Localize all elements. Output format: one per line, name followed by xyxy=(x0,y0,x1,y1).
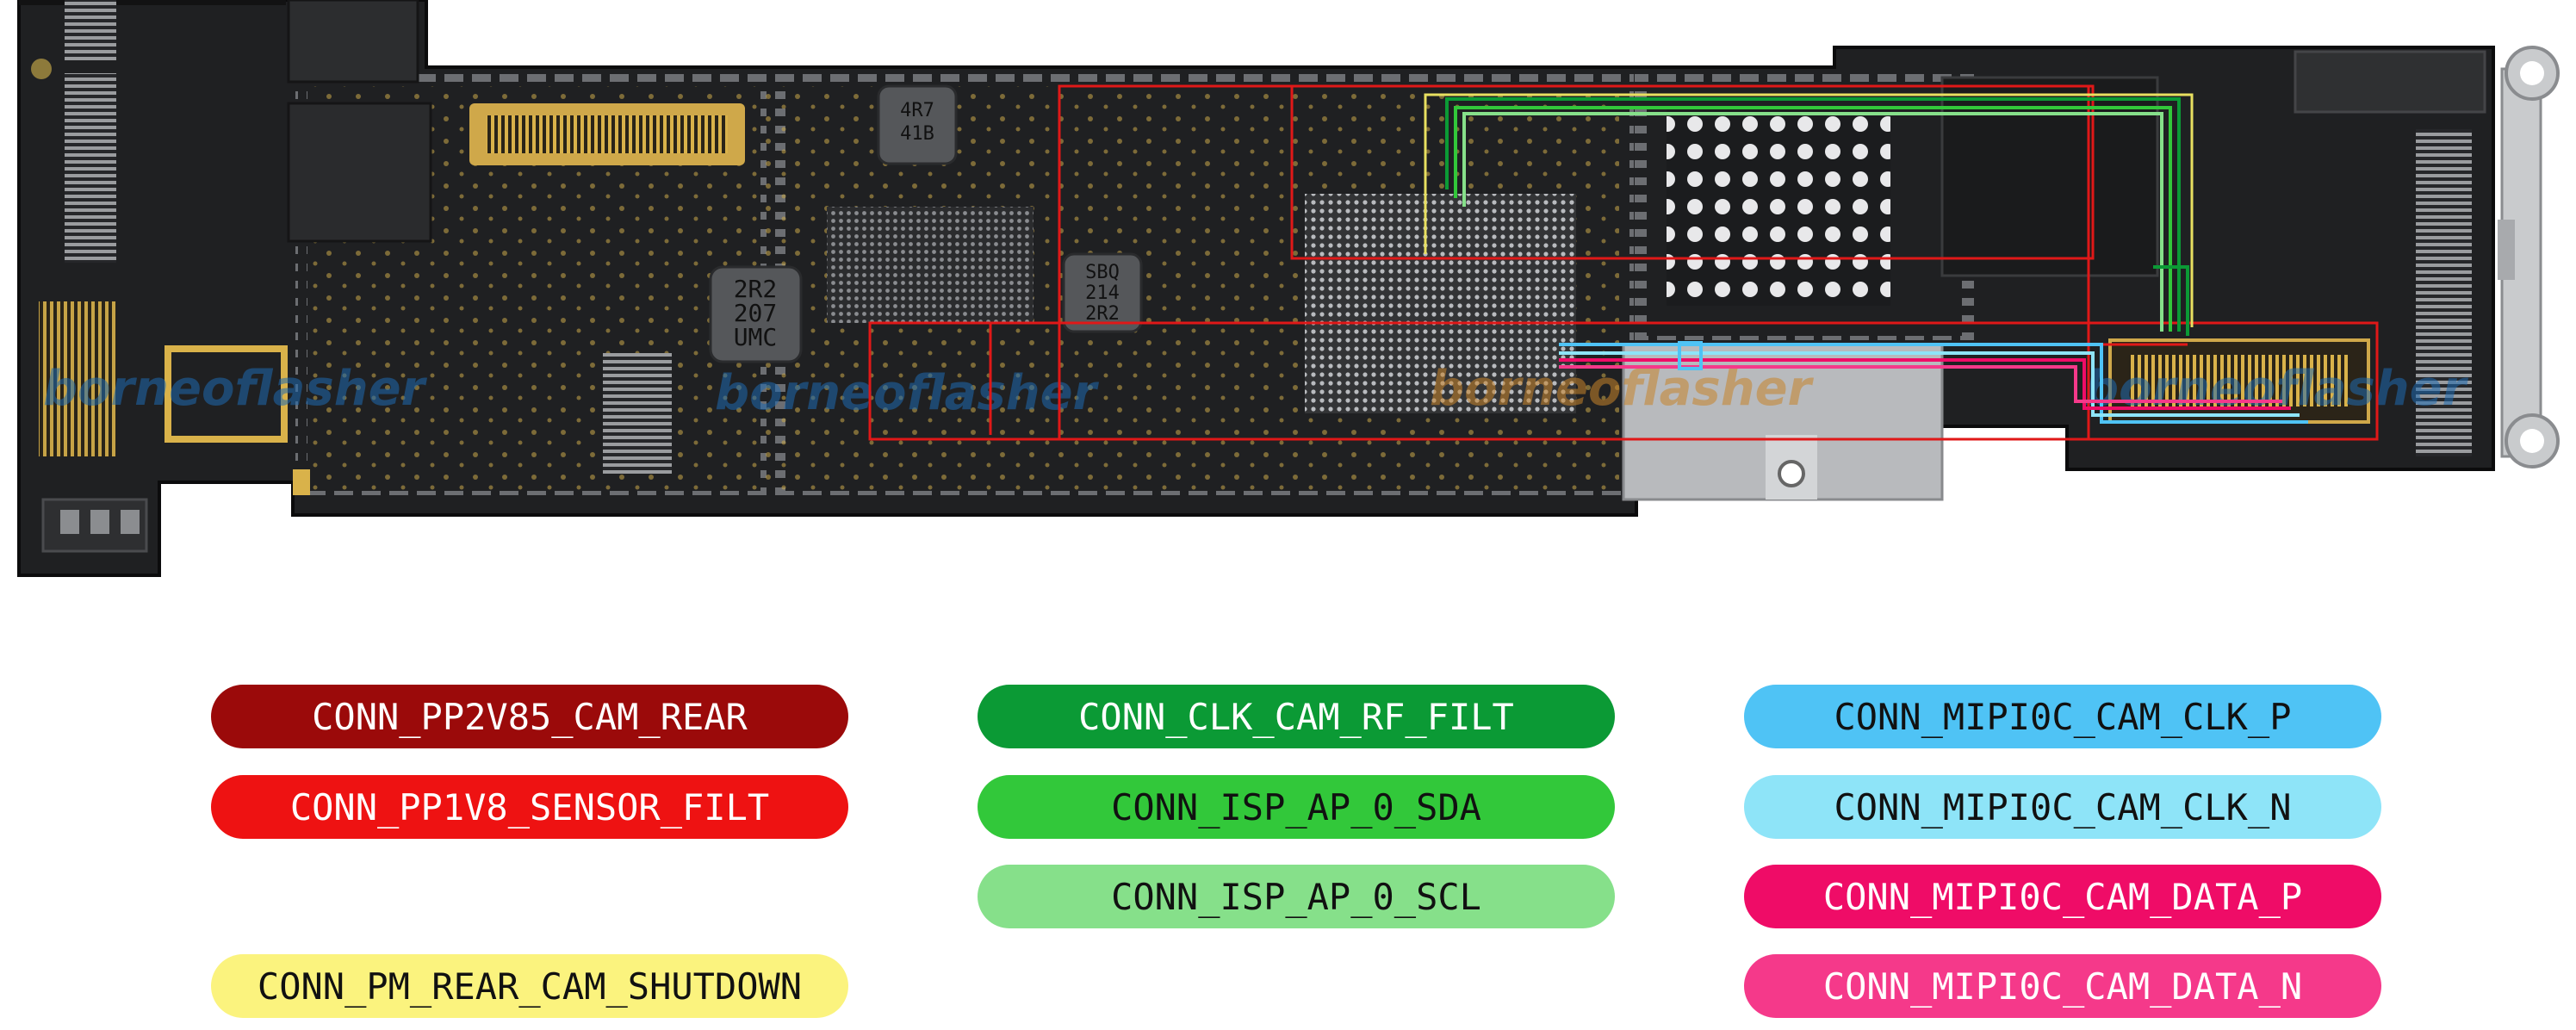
legend-conn-pm-rear-cam-shutdown: CONN_PM_REAR_CAM_SHUTDOWN xyxy=(211,954,848,1018)
svg-text:207: 207 xyxy=(734,299,778,327)
nand-chip xyxy=(1940,76,2159,277)
metal-plate xyxy=(1622,343,1944,501)
legend-label: CONN_PP2V85_CAM_REAR xyxy=(312,695,748,738)
soc-bga xyxy=(1305,194,1576,413)
watermark-2: borneoflasher xyxy=(715,365,1100,421)
legend-conn-pp1v8-sensor-filt: CONN_PP1V8_SENSOR_FILT xyxy=(211,775,848,839)
metal-bracket xyxy=(2498,46,2560,468)
svg-text:41B: 41B xyxy=(900,123,934,145)
memory-balls xyxy=(1667,108,1890,306)
pcb-board: 2R2 207 UMC SBQ 214 2R2 4R7 41B xyxy=(17,0,2560,577)
chip-top-left xyxy=(287,0,419,84)
legend-conn-mipi0c-cam-data-p: CONN_MIPI0C_CAM_DATA_P xyxy=(1744,865,2381,928)
left-connector-3 xyxy=(39,301,116,456)
legend-conn-isp-ap-0-scl: CONN_ISP_AP_0_SCL xyxy=(978,865,1615,928)
right-connector xyxy=(2416,129,2472,456)
chip-audio xyxy=(287,102,432,243)
legend-label: CONN_PM_REAR_CAM_SHUTDOWN xyxy=(257,965,803,1008)
legend-label: CONN_PP1V8_SENSOR_FILT xyxy=(289,785,770,828)
legend-label: CONN_MIPI0C_CAM_CLK_P xyxy=(1834,695,2292,738)
trace-overlay-red xyxy=(868,84,2379,441)
trace-overlay-green xyxy=(1445,97,2189,336)
legend-conn-mipi0c-cam-data-n: CONN_MIPI0C_CAM_DATA_N xyxy=(1744,954,2381,1018)
svg-text:SBQ: SBQ xyxy=(1085,262,1120,283)
trace-overlay-mipi xyxy=(1559,341,2308,424)
svg-text:2R2: 2R2 xyxy=(734,275,778,303)
mid-left-connector xyxy=(603,353,672,474)
legend-conn-mipi0c-cam-clk-n: CONN_MIPI0C_CAM_CLK_N xyxy=(1744,775,2381,839)
legend-label: CONN_ISP_AP_0_SDA xyxy=(1111,785,1481,828)
legend-label: CONN_ISP_AP_0_SCL xyxy=(1111,875,1481,918)
trace-overlay-yellow xyxy=(1424,93,2194,327)
legend-label: CONN_MIPI0C_CAM_CLK_N xyxy=(1834,785,2292,828)
legend-label: CONN_MIPI0C_CAM_DATA_N xyxy=(1822,965,2303,1008)
legend-label: CONN_CLK_CAM_RF_FILT xyxy=(1078,695,1514,738)
watermark-3: borneoflasher xyxy=(1430,361,1815,417)
bga-small xyxy=(827,207,1034,323)
svg-text:4R7: 4R7 xyxy=(900,100,934,121)
legend-conn-clk-cam-rf-filt: CONN_CLK_CAM_RF_FILT xyxy=(978,685,1615,748)
inductor-4r7: 4R7 41B xyxy=(877,84,958,165)
legend-conn-pp2v85-cam-rear: CONN_PP2V85_CAM_REAR xyxy=(211,685,848,748)
svg-text:214: 214 xyxy=(1085,282,1120,304)
legend-conn-mipi0c-cam-clk-p: CONN_MIPI0C_CAM_CLK_P xyxy=(1744,685,2381,748)
inductor-2r2-207: 2R2 207 UMC xyxy=(709,265,803,363)
legend-conn-isp-ap-0-sda: CONN_ISP_AP_0_SDA xyxy=(978,775,1615,839)
svg-text:2R2: 2R2 xyxy=(1085,303,1120,325)
legend-label: CONN_MIPI0C_CAM_DATA_P xyxy=(1822,875,2303,918)
left-connector-2 xyxy=(65,73,116,263)
left-connector-1 xyxy=(65,0,116,60)
watermark-1: borneoflasher xyxy=(43,361,428,417)
inductor-2r2-214: SBQ 214 2R2 xyxy=(1062,252,1143,333)
svg-text:UMC: UMC xyxy=(734,323,778,351)
